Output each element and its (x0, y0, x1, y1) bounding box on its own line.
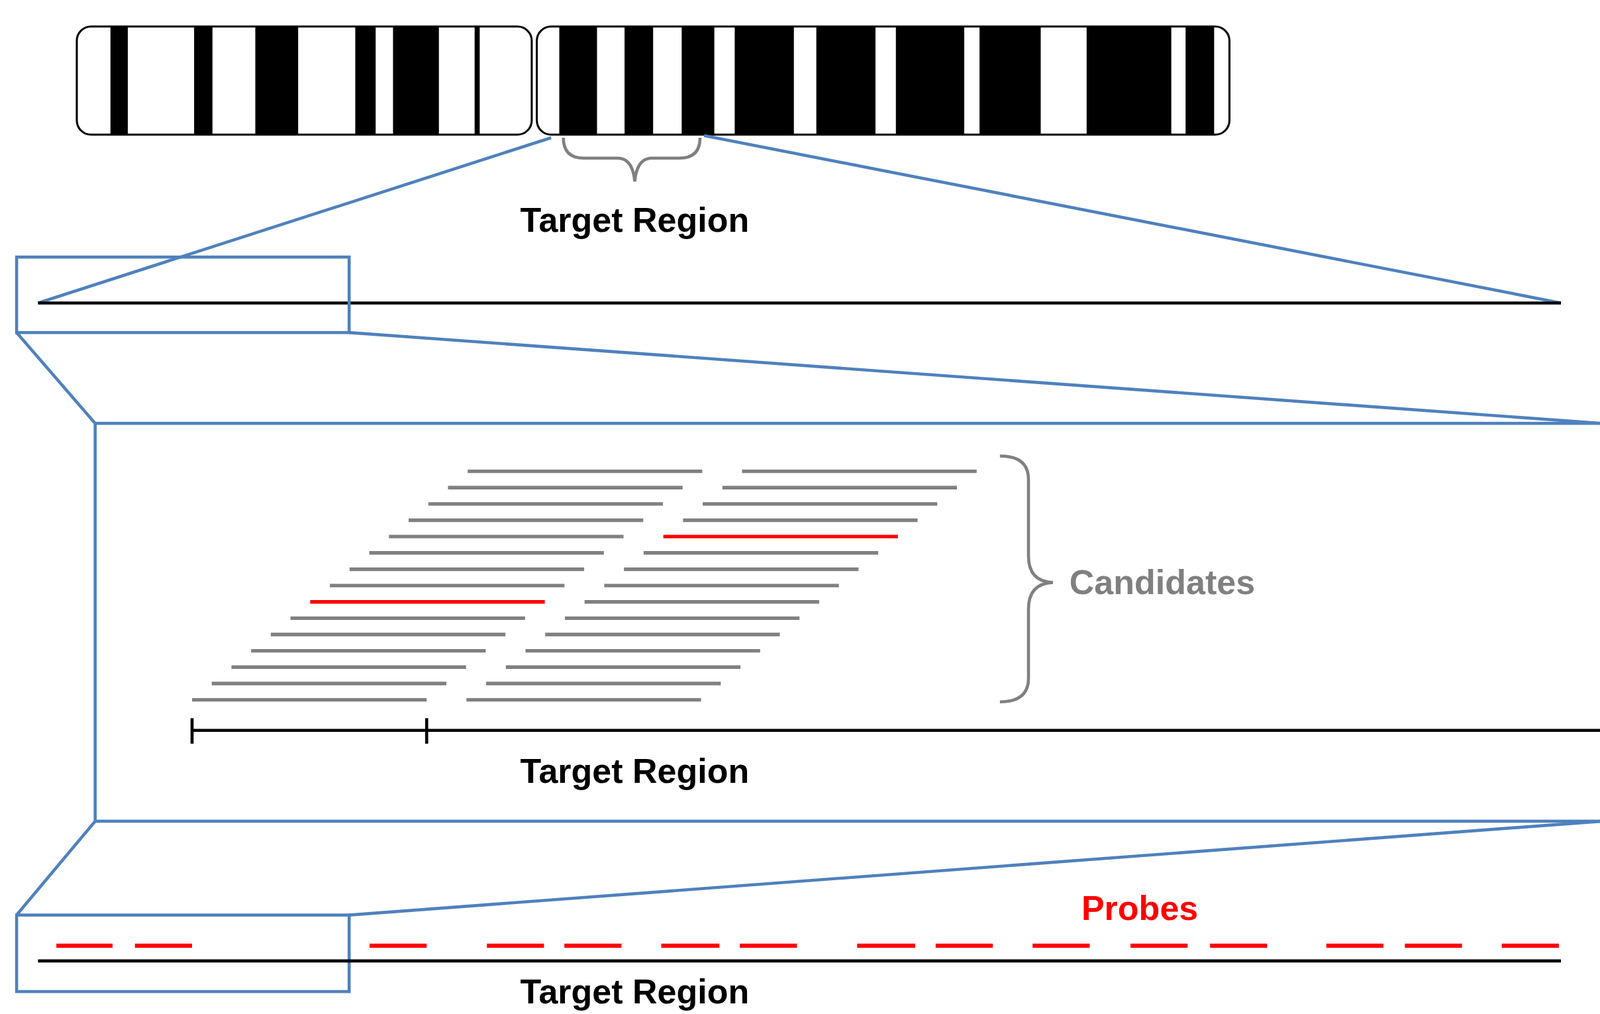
candidate-line (467, 469, 702, 473)
candidate-line (428, 501, 663, 506)
candidate-line (505, 665, 741, 669)
region-label: Target Region (520, 752, 750, 791)
candidate-line (564, 616, 800, 620)
probe-segment (1130, 943, 1188, 948)
probe-segment (739, 943, 797, 948)
candidate-line (682, 518, 918, 522)
zoom-line (37, 137, 551, 304)
probe-group (56, 945, 1559, 947)
probe-segment (56, 943, 113, 948)
chromosome-arm (559, 26, 1215, 135)
chromosome-band (734, 26, 794, 135)
candidate-line (388, 534, 624, 538)
candidate-line (603, 583, 839, 587)
zoom-line (16, 332, 96, 424)
region-bracket (563, 137, 700, 182)
probes-label: Probes (1081, 889, 1199, 928)
chromosome-band (474, 26, 481, 135)
chromosome-band (1086, 26, 1172, 135)
zoom-box (16, 915, 350, 993)
tick-mark (425, 717, 429, 744)
candidate-line (584, 600, 820, 604)
candidates-label: Candidates (1069, 563, 1255, 602)
probe-segment (1209, 943, 1267, 948)
candidate-line (663, 534, 899, 538)
region-label: Target Region (520, 201, 750, 240)
candidate-line (466, 698, 701, 702)
chromosome-band (1185, 26, 1214, 135)
probe-segment (661, 943, 720, 948)
chromosome-arm (110, 26, 481, 135)
candidate-group (192, 471, 977, 700)
probe-segment (564, 943, 622, 948)
chromosome-band (681, 26, 714, 135)
zoom-line (349, 821, 1600, 916)
chromosome-band (354, 26, 376, 135)
candidate-line (329, 583, 565, 587)
candidate-line (545, 632, 780, 636)
zoom-line (703, 135, 1561, 304)
chromosome-outline (76, 26, 532, 135)
chromosome-band (194, 26, 213, 135)
candidate-line (309, 600, 545, 604)
candidate-line (270, 632, 506, 636)
probe-segment (135, 943, 193, 948)
candidate-line (250, 649, 486, 653)
candidate-line (623, 567, 859, 571)
zoom-panel (95, 423, 1600, 822)
chromosome-band (624, 26, 653, 135)
chromosome-band (979, 26, 1041, 135)
candidates-brace (1000, 455, 1053, 702)
candidate-line (486, 681, 721, 685)
probe-segment (1032, 943, 1090, 948)
candidate-line (722, 486, 957, 490)
probe-segment (1404, 943, 1462, 948)
candidate-line (702, 501, 938, 506)
probe-segment (369, 943, 427, 948)
candidate-line (742, 469, 977, 473)
probe-segment (486, 943, 544, 948)
probe-segment (1501, 943, 1559, 948)
candidate-line (447, 486, 683, 490)
probe-segment (1326, 943, 1384, 948)
chromosome-band (255, 26, 299, 135)
candidate-line (369, 550, 604, 555)
chromosome-band (816, 26, 876, 135)
candidate-line (290, 616, 526, 620)
region-line (37, 959, 1561, 963)
chromosome-band (896, 26, 965, 135)
candidate-line (408, 518, 644, 522)
region-line (37, 301, 1561, 305)
probe-segment (856, 943, 916, 948)
candidate-line (643, 550, 879, 555)
candidate-line (192, 698, 427, 702)
region-line (192, 729, 1600, 733)
candidate-line (231, 665, 466, 669)
chromosome-band (559, 26, 598, 135)
zoom-line (349, 332, 1600, 424)
chromosome-band (110, 26, 128, 135)
candidate-line (349, 567, 585, 571)
chromosome-outline (537, 26, 1230, 135)
candidate-line (211, 681, 447, 685)
zoom-line (16, 821, 96, 916)
candidate-line (525, 649, 761, 653)
region-label: Target Region (520, 972, 750, 1011)
probe-segment (935, 943, 993, 948)
tick-mark (190, 717, 195, 744)
chromosome-band (392, 26, 439, 135)
zoom-box (16, 256, 350, 333)
